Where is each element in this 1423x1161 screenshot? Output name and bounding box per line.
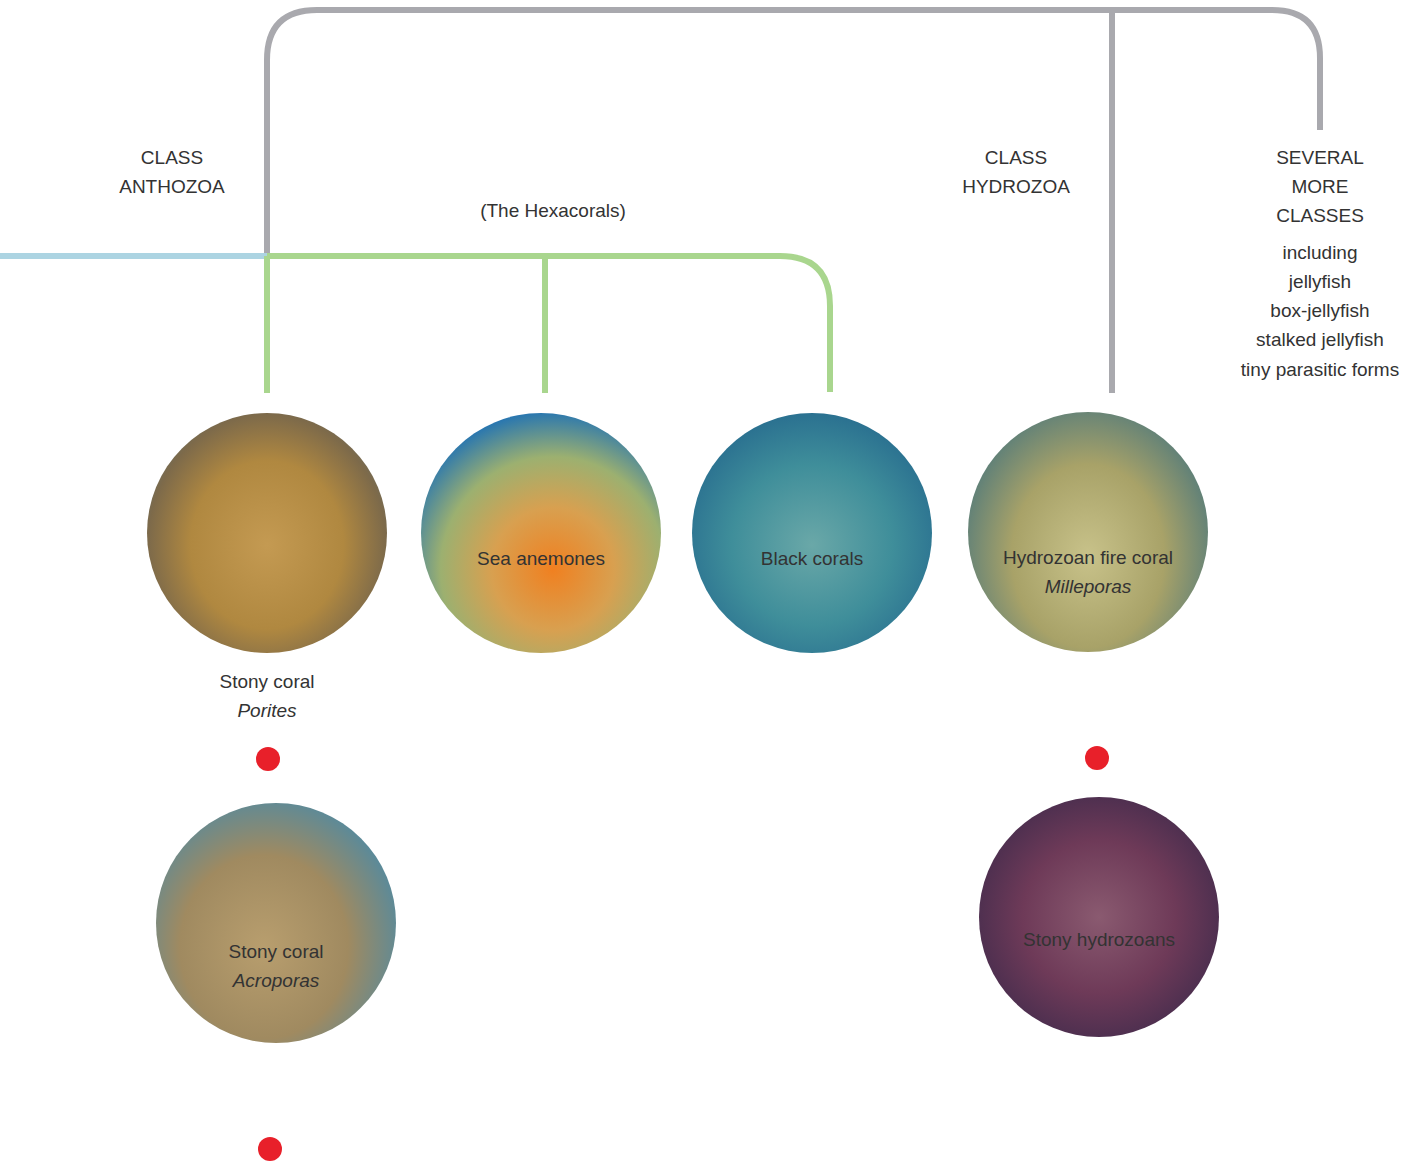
- caption-block: Black corals: [652, 544, 972, 573]
- caption-block: Stony coralPorites: [107, 667, 427, 725]
- grey-branch: [1109, 10, 1115, 393]
- class-label: jellyfish: [1220, 267, 1420, 296]
- genus-name: Porites: [107, 696, 427, 725]
- class-label: (The Hexacorals): [443, 196, 663, 225]
- taxon-name: Hydrozoan fire coral: [928, 543, 1248, 572]
- green-branch: [542, 256, 548, 393]
- taxon-name: Stony coral: [116, 937, 436, 966]
- class-label: tiny parasitic forms: [1220, 355, 1420, 384]
- taxon-name: Stony coral: [107, 667, 427, 696]
- caption-block: Stony coralAcroporas: [116, 937, 436, 995]
- photo-circle: Hydrozoan fire coralMilleporas: [968, 412, 1208, 652]
- photo-circle: Stony coralPorites: [147, 413, 387, 653]
- taxon-name: Stony hydrozoans: [939, 925, 1259, 954]
- photo-circle: Sea anemones: [421, 413, 661, 653]
- caption-block: Sea anemones: [381, 544, 701, 573]
- class-label: CLASS HYDROZOA: [951, 143, 1081, 201]
- taxon-name: Black corals: [652, 544, 972, 573]
- class-label: SEVERAL MORE CLASSES: [1270, 143, 1370, 230]
- green-branch: [264, 256, 270, 393]
- photo-circle: Black corals: [692, 413, 932, 653]
- genus-name: Acroporas: [116, 966, 436, 995]
- taxon-name: Sea anemones: [381, 544, 701, 573]
- grey-branch: [267, 10, 1320, 256]
- red-dot: [256, 747, 280, 771]
- genus-name: Milleporas: [928, 572, 1248, 601]
- caption-block: Hydrozoan fire coralMilleporas: [928, 543, 1248, 601]
- caption-block: Stony hydrozoans: [939, 925, 1259, 954]
- green-branch: [267, 256, 830, 392]
- blue-stem: [0, 253, 267, 259]
- red-dot: [1085, 746, 1109, 770]
- photo-circle: Stony hydrozoans: [979, 797, 1219, 1037]
- class-label: CLASS ANTHOZOA: [107, 143, 237, 201]
- class-label: stalked jellyfish: [1220, 325, 1420, 354]
- red-dot: [258, 1137, 282, 1161]
- class-label: box-jellyfish: [1220, 296, 1420, 325]
- photo-circle: Stony coralAcroporas: [156, 803, 396, 1043]
- class-label: including: [1220, 238, 1420, 267]
